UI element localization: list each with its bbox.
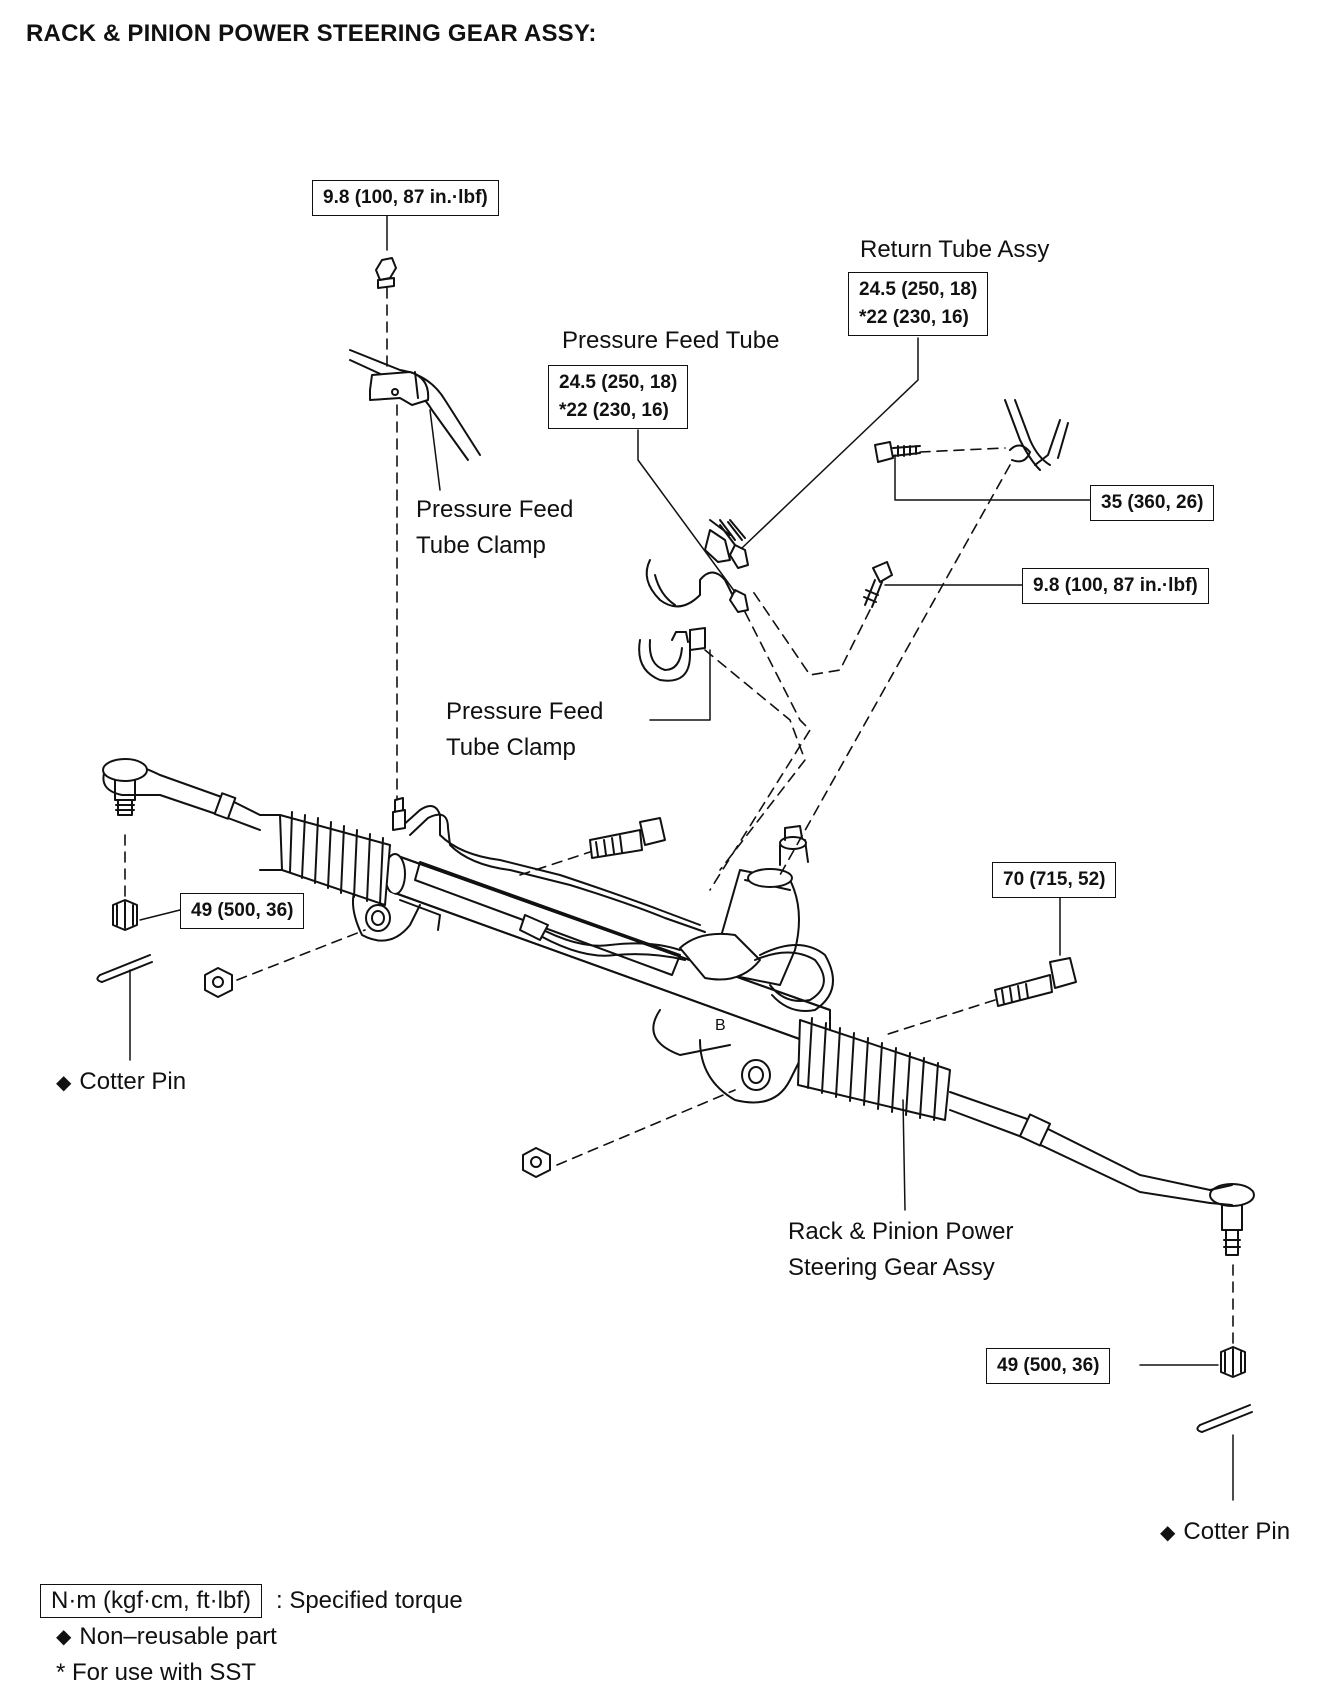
- diamond-icon: ◆: [56, 1626, 72, 1648]
- torque-line-2: *22 (230, 16): [859, 307, 969, 328]
- return-tube-fitting: [719, 521, 749, 569]
- cotter-pin-left: [96, 954, 153, 983]
- legend-torque-unit: N·m (kgf·cm, ft·lbf) : Specified torque: [40, 1583, 463, 1619]
- pinion-valve-body: [679, 825, 834, 1012]
- torque-line-2: *22 (230, 16): [559, 400, 669, 421]
- rack-housing: B: [352, 853, 831, 1104]
- clamp-bolt-small: [863, 561, 893, 608]
- right-boot: [797, 1017, 951, 1121]
- left-tie-rod: [102, 758, 261, 831]
- lower-tube-and-clamp: [638, 519, 749, 682]
- castle-nut-left: [112, 899, 138, 931]
- mount-nut-left: [204, 967, 233, 998]
- label-text: Cotter Pin: [79, 1068, 187, 1095]
- diamond-icon: ◆: [1160, 1522, 1176, 1544]
- label-return-tube-assy: Return Tube Assy: [860, 236, 1050, 263]
- right-tie-rod: [949, 1091, 1255, 1256]
- label-pressure-feed-tube-clamp-lower: Pressure Feed Tube Clamp: [446, 694, 603, 766]
- label-line-2: Steering Gear Assy: [788, 1254, 995, 1281]
- leader-lines: [129, 212, 1234, 1501]
- torque-clamp-nut: 9.8 (100, 87 in.·lbf): [312, 180, 499, 216]
- label-pressure-feed-tube: Pressure Feed Tube: [562, 327, 780, 354]
- legend: N·m (kgf·cm, ft·lbf) : Specified torque …: [40, 1583, 463, 1691]
- torque-line-1: 24.5 (250, 18): [859, 279, 978, 300]
- assembly-lines: [124, 287, 1234, 1346]
- diamond-icon: ◆: [56, 1072, 72, 1094]
- non-reusable-text: Non–reusable part: [79, 1623, 277, 1650]
- label-line-1: Pressure Feed: [416, 496, 574, 523]
- svg-text:B: B: [715, 1017, 726, 1034]
- upper-tube-and-clamp: [349, 349, 481, 461]
- mount-bolt-right: [994, 957, 1077, 1007]
- unit-desc: : Specified torque: [275, 1587, 463, 1614]
- label-text: Cotter Pin: [1183, 1518, 1291, 1545]
- housing-tubes: [399, 805, 706, 961]
- label-cotter-pin-left: ◆ Cotter Pin: [56, 1064, 186, 1101]
- castle-nut-right: [1220, 1346, 1246, 1378]
- clamp-nut-top: [375, 257, 397, 289]
- mount-nut-right: [522, 1147, 551, 1178]
- torque-bracket-bolt: 35 (360, 26): [1090, 485, 1215, 521]
- torque-return-tube: 24.5 (250, 18) *22 (230, 16): [848, 272, 989, 336]
- label-rack-pinion-gear-assy: Rack & Pinion Power Steering Gear Assy: [788, 1214, 1013, 1286]
- bracket-bolt: [874, 441, 921, 463]
- legend-sst: * For use with SST: [40, 1655, 463, 1691]
- label-pressure-feed-tube-clamp-upper: Pressure Feed Tube Clamp: [416, 492, 573, 564]
- page-title: RACK & PINION POWER STEERING GEAR ASSY:: [26, 20, 597, 47]
- torque-clamp-bolt: 9.8 (100, 87 in.·lbf): [1022, 568, 1209, 604]
- legend-non-reusable: ◆ Non–reusable part: [40, 1619, 463, 1655]
- upper-right-bracket: [1004, 399, 1069, 471]
- housing-mount-bolt-upper: [589, 817, 666, 859]
- torque-tie-rod-left: 49 (500, 36): [180, 893, 305, 929]
- label-line-1: Rack & Pinion Power: [788, 1218, 1014, 1245]
- torque-tie-rod-right: 49 (500, 36): [986, 1348, 1111, 1384]
- torque-pressure-feed-tube: 24.5 (250, 18) *22 (230, 16): [548, 365, 689, 429]
- torque-mount-bolt: 70 (715, 52): [992, 862, 1117, 898]
- cotter-pin-right: [1196, 1404, 1253, 1433]
- label-line-2: Tube Clamp: [446, 734, 576, 761]
- unit-box: N·m (kgf·cm, ft·lbf): [40, 1584, 262, 1618]
- torque-line-1: 24.5 (250, 18): [559, 372, 678, 393]
- label-line-1: Pressure Feed: [446, 698, 604, 725]
- label-line-2: Tube Clamp: [416, 532, 546, 559]
- sst-text: * For use with SST: [56, 1659, 257, 1686]
- clamp-bolt-on-housing: [392, 797, 406, 831]
- left-boot: [259, 811, 391, 906]
- label-cotter-pin-right: ◆ Cotter Pin: [1160, 1514, 1290, 1551]
